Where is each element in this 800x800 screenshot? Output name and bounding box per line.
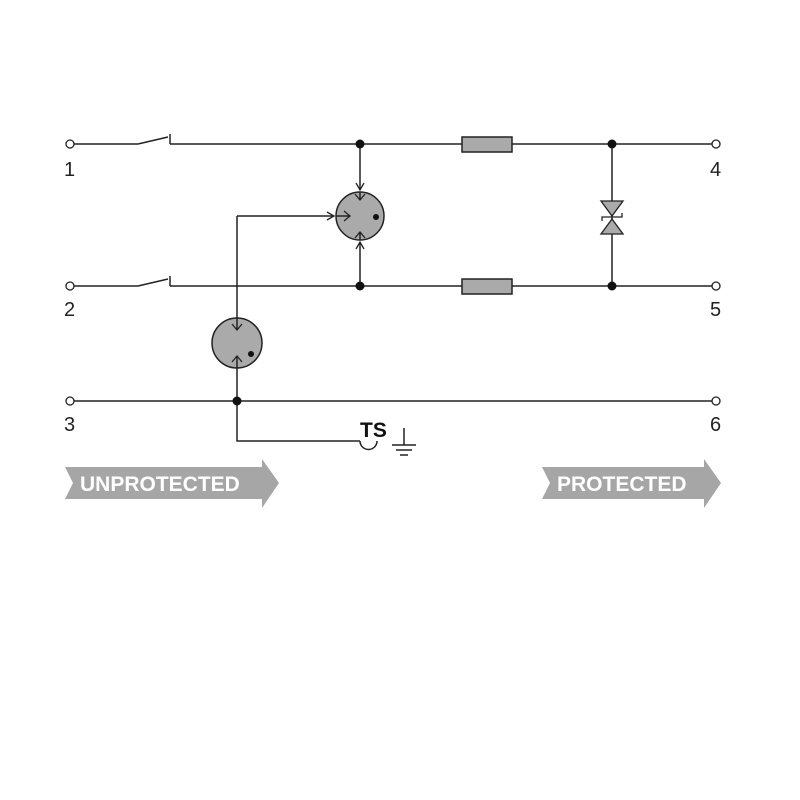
resistor-2 <box>461 278 513 295</box>
protected-arrow: PROTECTED <box>542 459 721 508</box>
terminal-1 <box>65 139 75 149</box>
protected-label: PROTECTED <box>557 473 687 496</box>
terminal-label-5: 5 <box>710 299 721 321</box>
terminal-label-4: 4 <box>710 159 721 181</box>
terminal-label-1: 1 <box>64 159 75 181</box>
terminal-label-3: 3 <box>64 414 75 436</box>
unprotected-arrow: UNPROTECTED <box>65 459 279 508</box>
ground-icon <box>392 428 416 456</box>
unprotected-label: UNPROTECTED <box>80 473 240 496</box>
line-1 <box>74 134 712 145</box>
switch-2 <box>137 278 169 287</box>
terminal-5 <box>711 281 721 291</box>
terminal-label-6: 6 <box>710 414 721 436</box>
tvs-diode <box>599 200 625 235</box>
terminal-3 <box>65 396 75 406</box>
terminal-label-2: 2 <box>64 299 75 321</box>
ts-terminal <box>359 440 378 451</box>
terminal-6 <box>711 396 721 406</box>
line-2 <box>74 276 712 287</box>
resistor-1 <box>461 136 513 153</box>
terminal-2 <box>65 281 75 291</box>
gas-discharge-tube-2 <box>211 317 263 369</box>
ts-label: TS <box>360 419 387 442</box>
junctions <box>232 139 617 406</box>
gas-discharge-tube-1 <box>335 191 385 241</box>
switch-1 <box>137 136 169 145</box>
terminal-4 <box>711 139 721 149</box>
